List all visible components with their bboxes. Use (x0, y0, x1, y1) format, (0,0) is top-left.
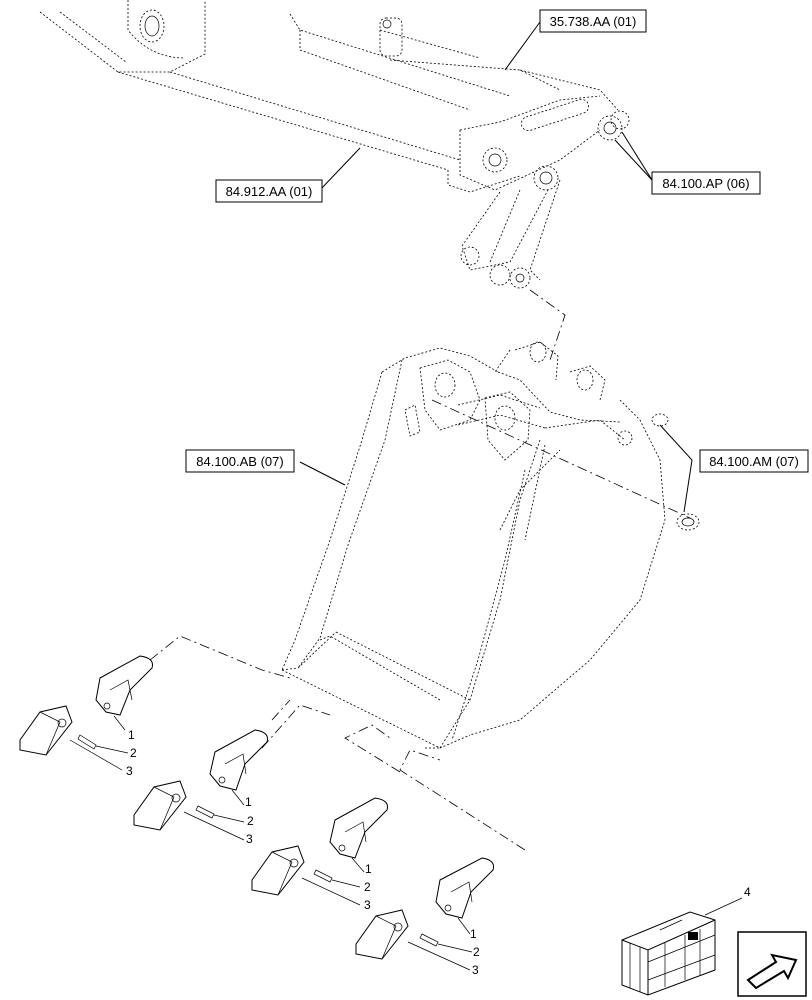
callout-2d: 2 (473, 945, 480, 959)
callout-1b: 1 (245, 795, 252, 809)
callout-3d: 3 (472, 963, 479, 977)
callout-3b: 3 (246, 832, 253, 846)
svg-text:2: 2 (247, 814, 254, 828)
callout-2b: 2 (247, 814, 254, 828)
svg-text:3: 3 (126, 764, 133, 778)
svg-text:84.100.AB (07): 84.100.AB (07) (196, 454, 283, 469)
tooth-set-3 (251, 797, 388, 906)
tooth-set-1 (19, 655, 153, 771)
callout-4: 4 (744, 885, 751, 899)
next-page-arrow-icon[interactable] (737, 931, 807, 997)
svg-text:3: 3 (246, 832, 253, 846)
ref-label-pin-bushing[interactable]: 84.100.AM (07) (699, 449, 809, 473)
callout-1c: 1 (365, 862, 372, 876)
callout-1d: 1 (470, 927, 477, 941)
svg-text:1: 1 (128, 728, 135, 742)
callout-3c: 3 (364, 898, 371, 912)
tooth-set-2 (133, 729, 268, 841)
bucket (281, 289, 700, 749)
svg-text:84.100.AM (07): 84.100.AM (07) (709, 454, 799, 469)
callout-3a: 3 (126, 764, 133, 778)
callout-2c: 2 (364, 880, 371, 894)
svg-text:1: 1 (245, 795, 252, 809)
ref-label-arm-top[interactable]: 35.738.AA (01) (539, 9, 647, 33)
svg-text:2: 2 (130, 746, 137, 760)
svg-text:84.912.AA (01): 84.912.AA (01) (226, 184, 313, 199)
callout-2a: 2 (130, 746, 137, 760)
crate-icon (621, 897, 743, 996)
reference-leaders (299, 21, 693, 513)
tooth-set-4 (355, 857, 494, 971)
svg-text:3: 3 (472, 963, 479, 977)
callout-1a: 1 (128, 728, 135, 742)
teeth-leader-dashes (149, 635, 526, 851)
svg-text:84.100.AP (06): 84.100.AP (06) (662, 176, 749, 191)
ref-label-bucket[interactable]: 84.100.AB (07) (185, 449, 295, 473)
ref-label-linkage[interactable]: 84.100.AP (06) (651, 171, 761, 195)
svg-text:1: 1 (365, 862, 372, 876)
arm-assembly (39, 0, 630, 289)
svg-text:35.738.AA (01): 35.738.AA (01) (550, 14, 637, 29)
svg-text:3: 3 (364, 898, 371, 912)
svg-text:2: 2 (364, 880, 371, 894)
svg-text:4: 4 (744, 885, 751, 899)
svg-text:1: 1 (470, 927, 477, 941)
ref-label-arm[interactable]: 84.912.AA (01) (215, 179, 323, 203)
svg-text:2: 2 (473, 945, 480, 959)
